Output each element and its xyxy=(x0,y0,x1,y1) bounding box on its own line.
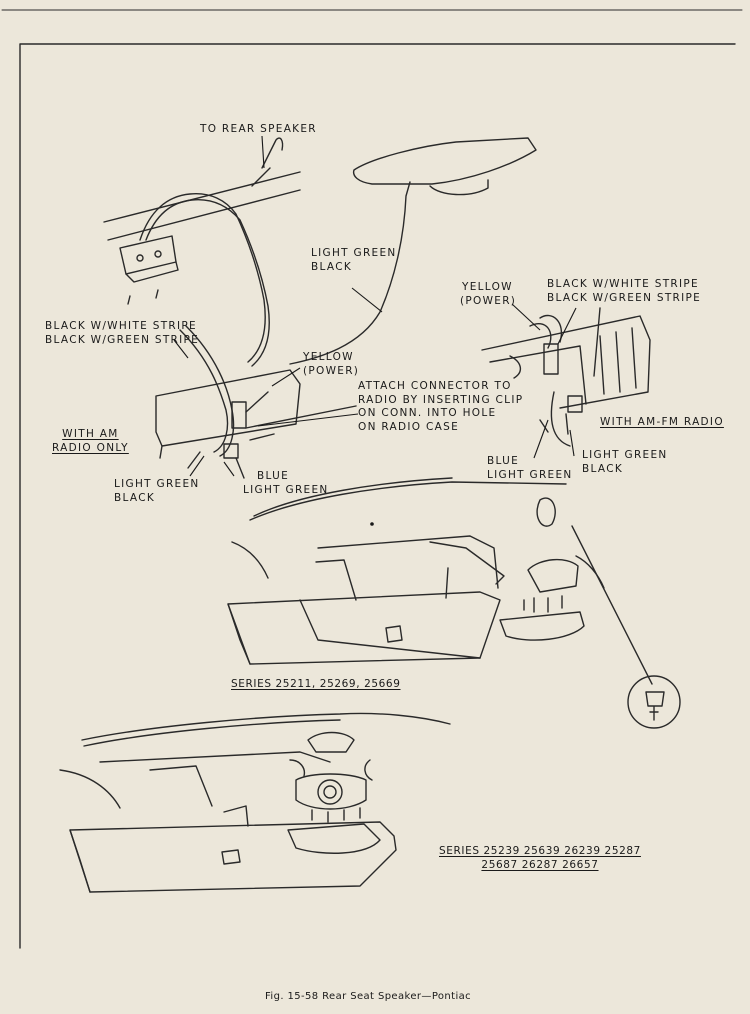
label-attach-note: ATTACH CONNECTOR TO RADIO BY INSERTING C… xyxy=(358,380,523,434)
label-line: (POWER) xyxy=(303,364,360,377)
label-line: BLACK W/WHITE STRIPE xyxy=(547,278,699,290)
label-line: (POWER) xyxy=(460,294,517,307)
clip-callout xyxy=(627,675,681,729)
label-line: BLACK xyxy=(582,462,624,475)
figure-caption: Fig. 15-58 Rear Seat Speaker—Pontiac xyxy=(265,991,471,1002)
label-line: BLACK xyxy=(114,491,156,504)
label-line: BLUE xyxy=(257,470,290,482)
label-line: RADIO ONLY xyxy=(52,441,129,454)
label-line: ATTACH CONNECTOR TO xyxy=(358,380,512,392)
label-line: BLACK W/WHITE STRIPE xyxy=(45,320,197,332)
label-line: SERIES 25211, 25269, 25669 xyxy=(231,678,401,690)
label-line: ON RADIO CASE xyxy=(358,420,460,433)
bottom-car-view xyxy=(59,712,451,893)
label-series-2: SERIES 25239 25639 26239 25287 25687 262… xyxy=(439,845,641,872)
label-line: 25687 26287 26657 xyxy=(481,858,599,871)
label-line: BLACK W/GREEN STRIPE xyxy=(45,333,200,346)
label-line: LIGHT GREEN xyxy=(487,468,573,481)
label-line: BLACK W/GREEN STRIPE xyxy=(547,291,702,304)
label-line: BLACK xyxy=(311,260,353,273)
label-line: LIGHT GREEN xyxy=(311,247,397,259)
label-to-rear-speaker: TO REAR SPEAKER xyxy=(200,123,317,137)
label-line: WITH AM xyxy=(62,428,119,440)
label-fm-black-stripes: BLACK W/WHITE STRIPE BLACK W/GREEN STRIP… xyxy=(547,278,701,305)
label-fm-blue-light-green: BLUE LIGHT GREEN xyxy=(487,455,573,482)
label-line: RADIO BY INSERTING CLIP xyxy=(358,393,524,406)
label-line: WITH AM-FM RADIO xyxy=(600,416,724,428)
label-with-amfm-radio: WITH AM-FM RADIO xyxy=(600,416,724,430)
label-fm-yellow-power: YELLOW (POWER) xyxy=(460,281,516,308)
top-speaker-assembly xyxy=(103,137,301,367)
label-line: ON CONN. INTO HOLE xyxy=(358,407,497,419)
label-am-yellow-power: YELLOW (POWER) xyxy=(303,351,359,378)
label-line: LIGHT GREEN xyxy=(114,478,200,490)
label-am-blue-light-green: BLUE LIGHT GREEN xyxy=(243,470,329,497)
label-am-black-stripes: BLACK W/WHITE STRIPE BLACK W/GREEN STRIP… xyxy=(45,320,199,347)
label-series-1: SERIES 25211, 25269, 25669 xyxy=(231,678,401,692)
label-line: YELLOW xyxy=(462,281,513,293)
figure-caption-text: Fig. 15-58 Rear Seat Speaker—Pontiac xyxy=(265,991,472,1002)
label-to-rear-speaker-text: TO REAR SPEAKER xyxy=(200,123,317,135)
speaker-plate xyxy=(289,137,537,365)
middle-car-view xyxy=(227,477,653,685)
amfm-radio-assembly xyxy=(481,307,651,447)
am-radio-assembly xyxy=(155,325,357,479)
label-line: LIGHT GREEN xyxy=(243,483,329,496)
label-fm-light-green-black: LIGHT GREEN BLACK xyxy=(582,449,668,476)
label-with-am-radio-only: WITH AM RADIO ONLY xyxy=(52,428,129,455)
label-am-light-green-black: LIGHT GREEN BLACK xyxy=(114,478,200,505)
label-light-green-black-top: LIGHT GREEN BLACK xyxy=(311,247,397,274)
label-line: BLUE xyxy=(487,455,520,467)
label-line: SERIES 25239 25639 26239 25287 xyxy=(439,845,641,857)
label-line: LIGHT GREEN xyxy=(582,449,668,461)
page-frame xyxy=(19,43,736,949)
label-line: YELLOW xyxy=(303,351,354,363)
